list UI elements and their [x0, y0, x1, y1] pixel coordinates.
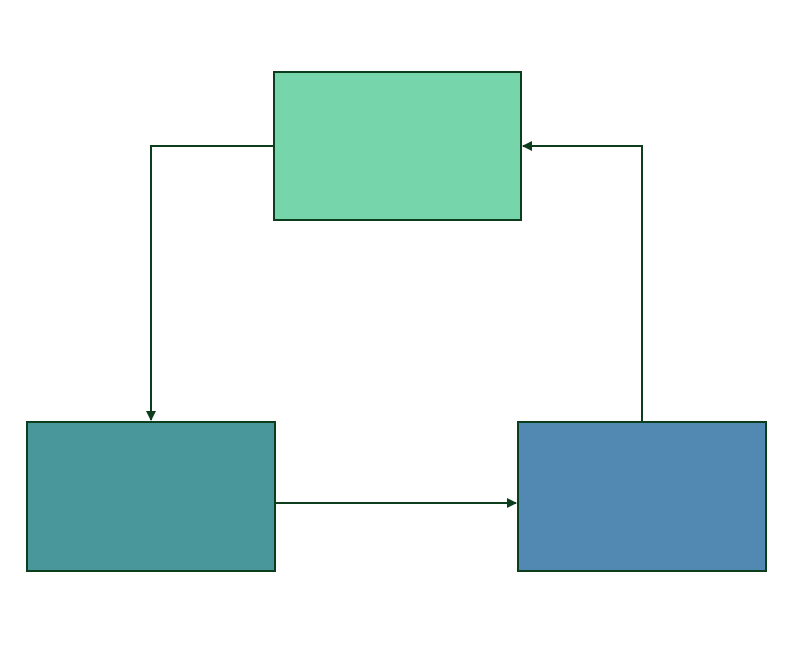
node-bottom-left-box — [26, 421, 276, 572]
node-top — [273, 71, 522, 221]
node-bottom-right-box — [517, 421, 767, 572]
node-bottom-right — [517, 421, 767, 572]
node-top-box — [273, 71, 522, 221]
node-bottom-left — [26, 421, 276, 572]
arrow-top-to-bottom-left — [146, 145, 273, 421]
arrow-bottom-right-to-top — [522, 141, 643, 421]
